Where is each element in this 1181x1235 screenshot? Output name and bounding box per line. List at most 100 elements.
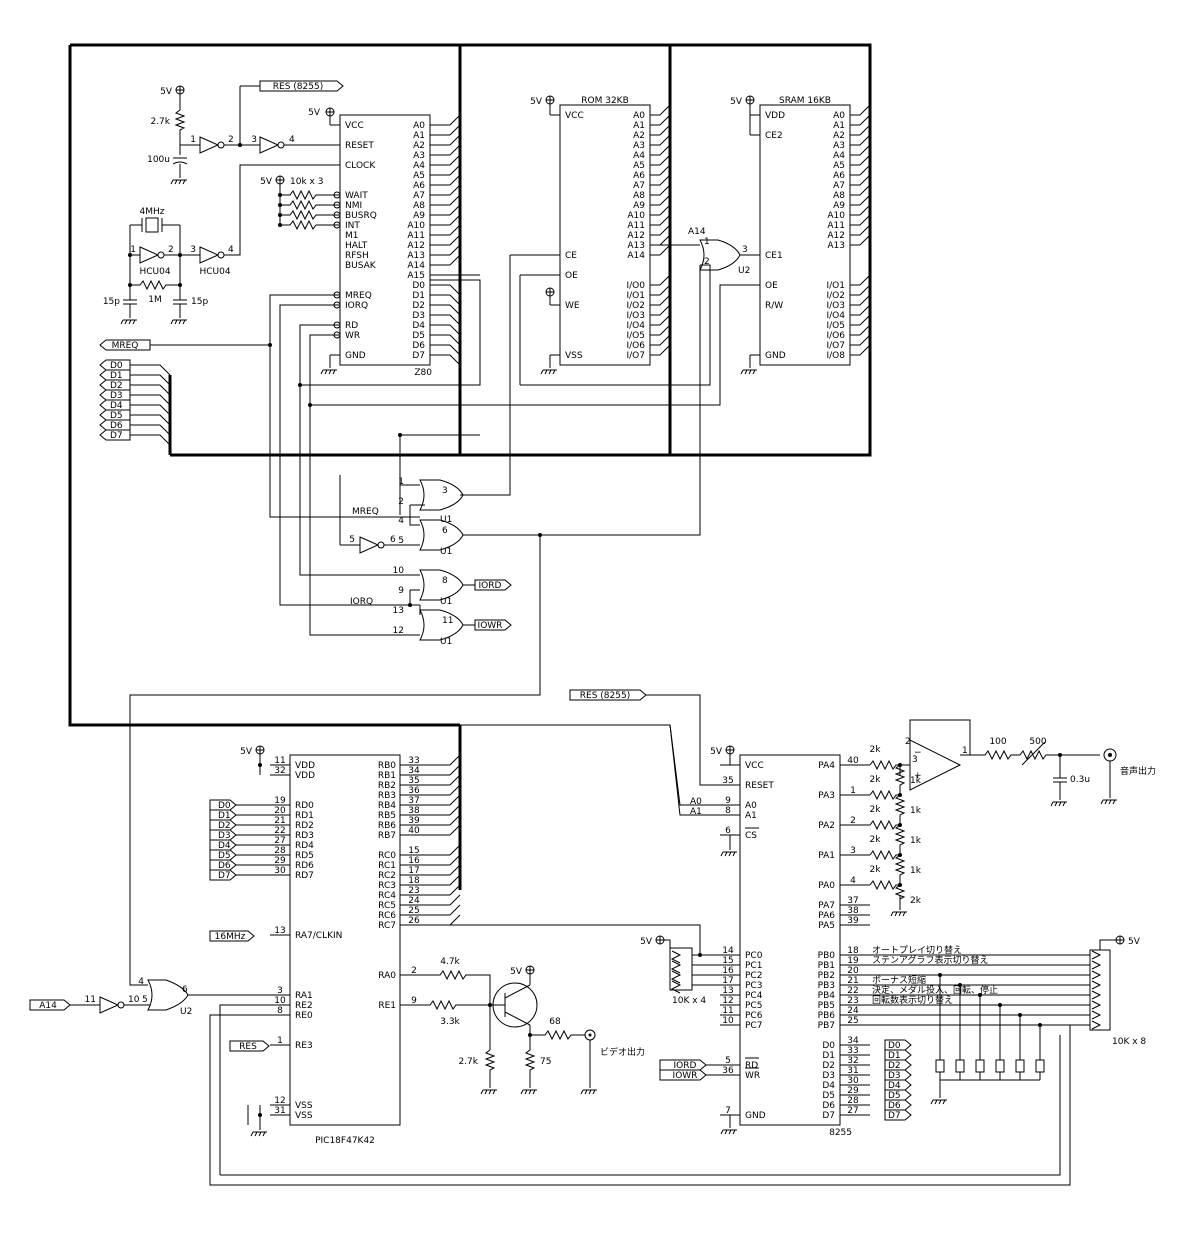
pin-number: 1 [277,1036,283,1046]
z80-pin-busak: BUSAK [345,261,377,271]
z80-pin-a8: A8 [413,201,425,211]
svg-text:3: 3 [442,486,448,496]
svg-text:4: 4 [398,516,404,526]
pb-function-label: オートプレイ切り替え [872,944,962,956]
pin-number: 7 [725,1106,731,1116]
svg-text:8: 8 [442,576,448,586]
pb-function-label: ボーナス短縮 [872,974,926,986]
pin-number: 25 [408,906,419,916]
svg-text:2: 2 [704,257,710,267]
ppi-pin-pa0: PA0 [818,881,835,891]
ppi-pin-pc7: PC7 [745,1021,762,1031]
z80-pin-d5: D5 [412,331,425,341]
ppi-pin-pc2: PC2 [745,971,762,981]
pin-number: 18 [847,946,859,956]
ppi-pin-reset: RESET [745,781,774,791]
z80-pin-rd: RD [345,321,358,331]
sram-pin-oe: OE [765,281,778,291]
svg-text:2.7k: 2.7k [150,117,170,127]
pin-number: 33 [847,1046,858,1056]
rom-pin-io5: I/O5 [627,331,646,341]
z80-pin-a5: A5 [413,171,425,181]
svg-text:A14: A14 [688,227,706,237]
svg-text:3: 3 [742,245,748,255]
ppi-pin-wr: WR [745,1071,760,1081]
pin-number: 28 [847,1096,859,1106]
pin-number: 36 [722,1066,734,1076]
pin-number: 20 [847,966,859,976]
svg-text:3: 3 [190,245,196,255]
pic-data-label: D5 [218,851,231,861]
svg-text:IORD: IORD [479,581,502,591]
svg-text:U2: U2 [180,1007,192,1017]
pin-number: 21 [847,976,858,986]
ppi-part-label: 8255 [829,1128,852,1138]
pin-number: 34 [847,1036,859,1046]
svg-text:1M: 1M [148,295,162,305]
pic-data-label: D4 [218,841,231,851]
svg-text:2.7k: 2.7k [458,1057,478,1067]
rom-pin-a11: A11 [627,221,645,231]
pic-pin-ra7-clkin: RA7/CLKIN [295,931,342,941]
svg-text:6: 6 [182,985,188,995]
svg-text:1: 1 [190,135,196,145]
svg-text:5V: 5V [1128,937,1141,947]
pin-number: 40 [847,756,859,766]
pin-number: 29 [847,1086,859,1096]
pin-number: 40 [408,826,420,836]
ppi-pin-pa3: PA3 [818,791,835,801]
data-bus-label: D4 [110,401,123,411]
svg-text:4: 4 [289,135,295,145]
z80-pin-a14: A14 [407,261,425,271]
resistor-1k: 1k [910,806,922,816]
svg-text:6: 6 [442,526,448,536]
z80-pin-gnd: GND [345,351,366,361]
svg-text:1: 1 [130,245,136,255]
z80-pin-reset: RESET [345,141,374,151]
pin-number: 9 [411,996,417,1006]
ppi-pin-pc1: PC1 [745,961,762,971]
svg-text:12: 12 [393,626,404,636]
pin-number: 37 [847,896,858,906]
pin-number: 8 [725,806,731,816]
svg-text:75: 75 [540,1057,551,1067]
pic-pin-rc5: RC5 [378,901,396,911]
sram-16kb: SRAM 16KB VDDCE2CE1OER/WGND5VA0A1A2A3A4A… [730,95,871,375]
pin-number: 24 [847,1006,859,1016]
sram-pin-io1: I/O1 [827,281,846,291]
svg-text:5V: 5V [160,87,173,97]
rom-pin-a9: A9 [633,201,645,211]
svg-text:2: 2 [398,497,404,507]
rom-pin-oe: OE [565,271,578,281]
svg-text:U1: U1 [440,515,452,525]
ppi-pin-pb1: PB1 [818,961,835,971]
resistor-1k: 1k [910,776,922,786]
sram-pin-a4: A4 [833,151,845,161]
pic-pin-rb0: RB0 [378,761,396,771]
svg-text:+: + [914,771,922,781]
sram-pin-io6: I/O6 [827,331,846,341]
rom-pin-vcc: VCC [565,111,584,121]
svg-text:4: 4 [228,245,234,255]
ppi-pin-pb2: PB2 [818,971,835,981]
z80-pin-d4: D4 [412,321,425,331]
ppi-data-label: D4 [888,1081,901,1091]
pin-number: 1 [850,786,856,796]
svg-text:IOWR: IOWR [673,1071,698,1081]
sram-pin-io3: I/O3 [827,301,846,311]
sram-pin-ce2: CE2 [765,131,783,141]
svg-text:5V: 5V [240,747,253,757]
resistor-2k: 2k [910,896,922,906]
resistor-2k: 2k [870,805,882,815]
rom-pin-a3: A3 [633,141,645,151]
sram-pin-vdd: VDD [765,111,785,121]
pb-function-label: 回転数表示切り替え [872,994,953,1006]
pin-number: 13 [722,986,733,996]
pin-number: 22 [274,826,285,836]
pin-number: 2 [411,966,417,976]
svg-text:5V: 5V [710,747,723,757]
pin-number: 21 [274,816,285,826]
pic-data-label: D2 [218,821,231,831]
svg-text:2: 2 [228,135,234,145]
